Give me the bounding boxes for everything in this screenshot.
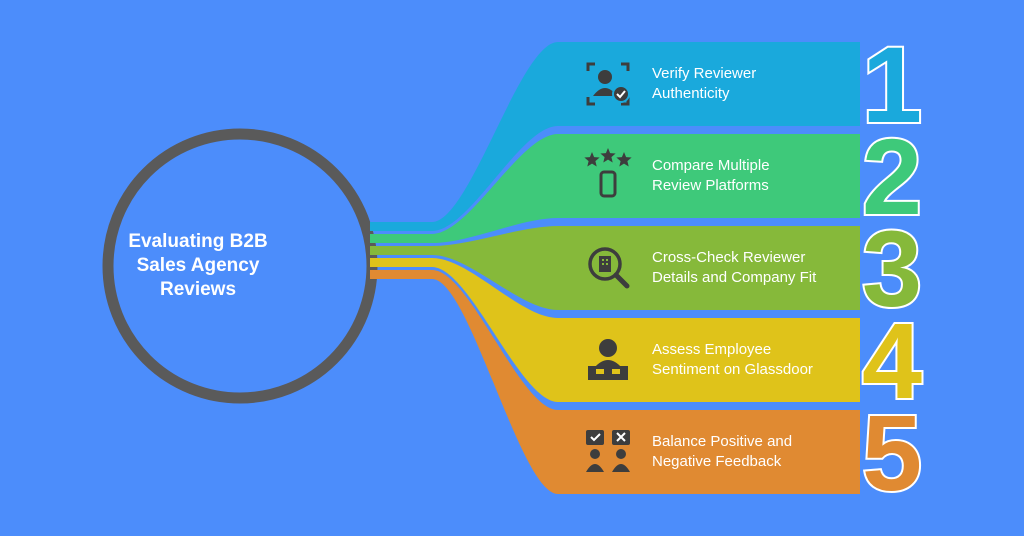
step-5-number: 5 xyxy=(862,392,922,513)
compare-feedback-icon xyxy=(586,430,630,472)
step-3-label: Cross-Check Reviewer Details and Company… xyxy=(652,249,817,286)
step-4-label: Assess Employee Sentiment on Glassdoor xyxy=(652,341,813,378)
stars-phone-icon xyxy=(584,148,632,198)
step-1-band xyxy=(370,42,860,231)
step-5-label: Balance Positive and Negative Feedback xyxy=(652,433,793,470)
step-1-number: 1 xyxy=(862,24,922,145)
step-4-band xyxy=(370,258,860,402)
step-2-label: Compare Multiple Review Platforms xyxy=(652,157,770,194)
user-verified-icon xyxy=(586,62,630,106)
step-5-band xyxy=(370,270,860,494)
step-4-number: 4 xyxy=(862,300,922,421)
step-2-number: 2 xyxy=(862,116,922,237)
step-1-label: Verify Reviewer Authenticity xyxy=(652,65,757,102)
step-3-band xyxy=(370,226,860,310)
step-3-number: 3 xyxy=(862,208,922,329)
magnifier-building-icon xyxy=(588,247,630,289)
hub-title: Evaluating B2B Sales Agency Reviews xyxy=(128,231,268,300)
employee-desk-icon xyxy=(588,339,628,380)
